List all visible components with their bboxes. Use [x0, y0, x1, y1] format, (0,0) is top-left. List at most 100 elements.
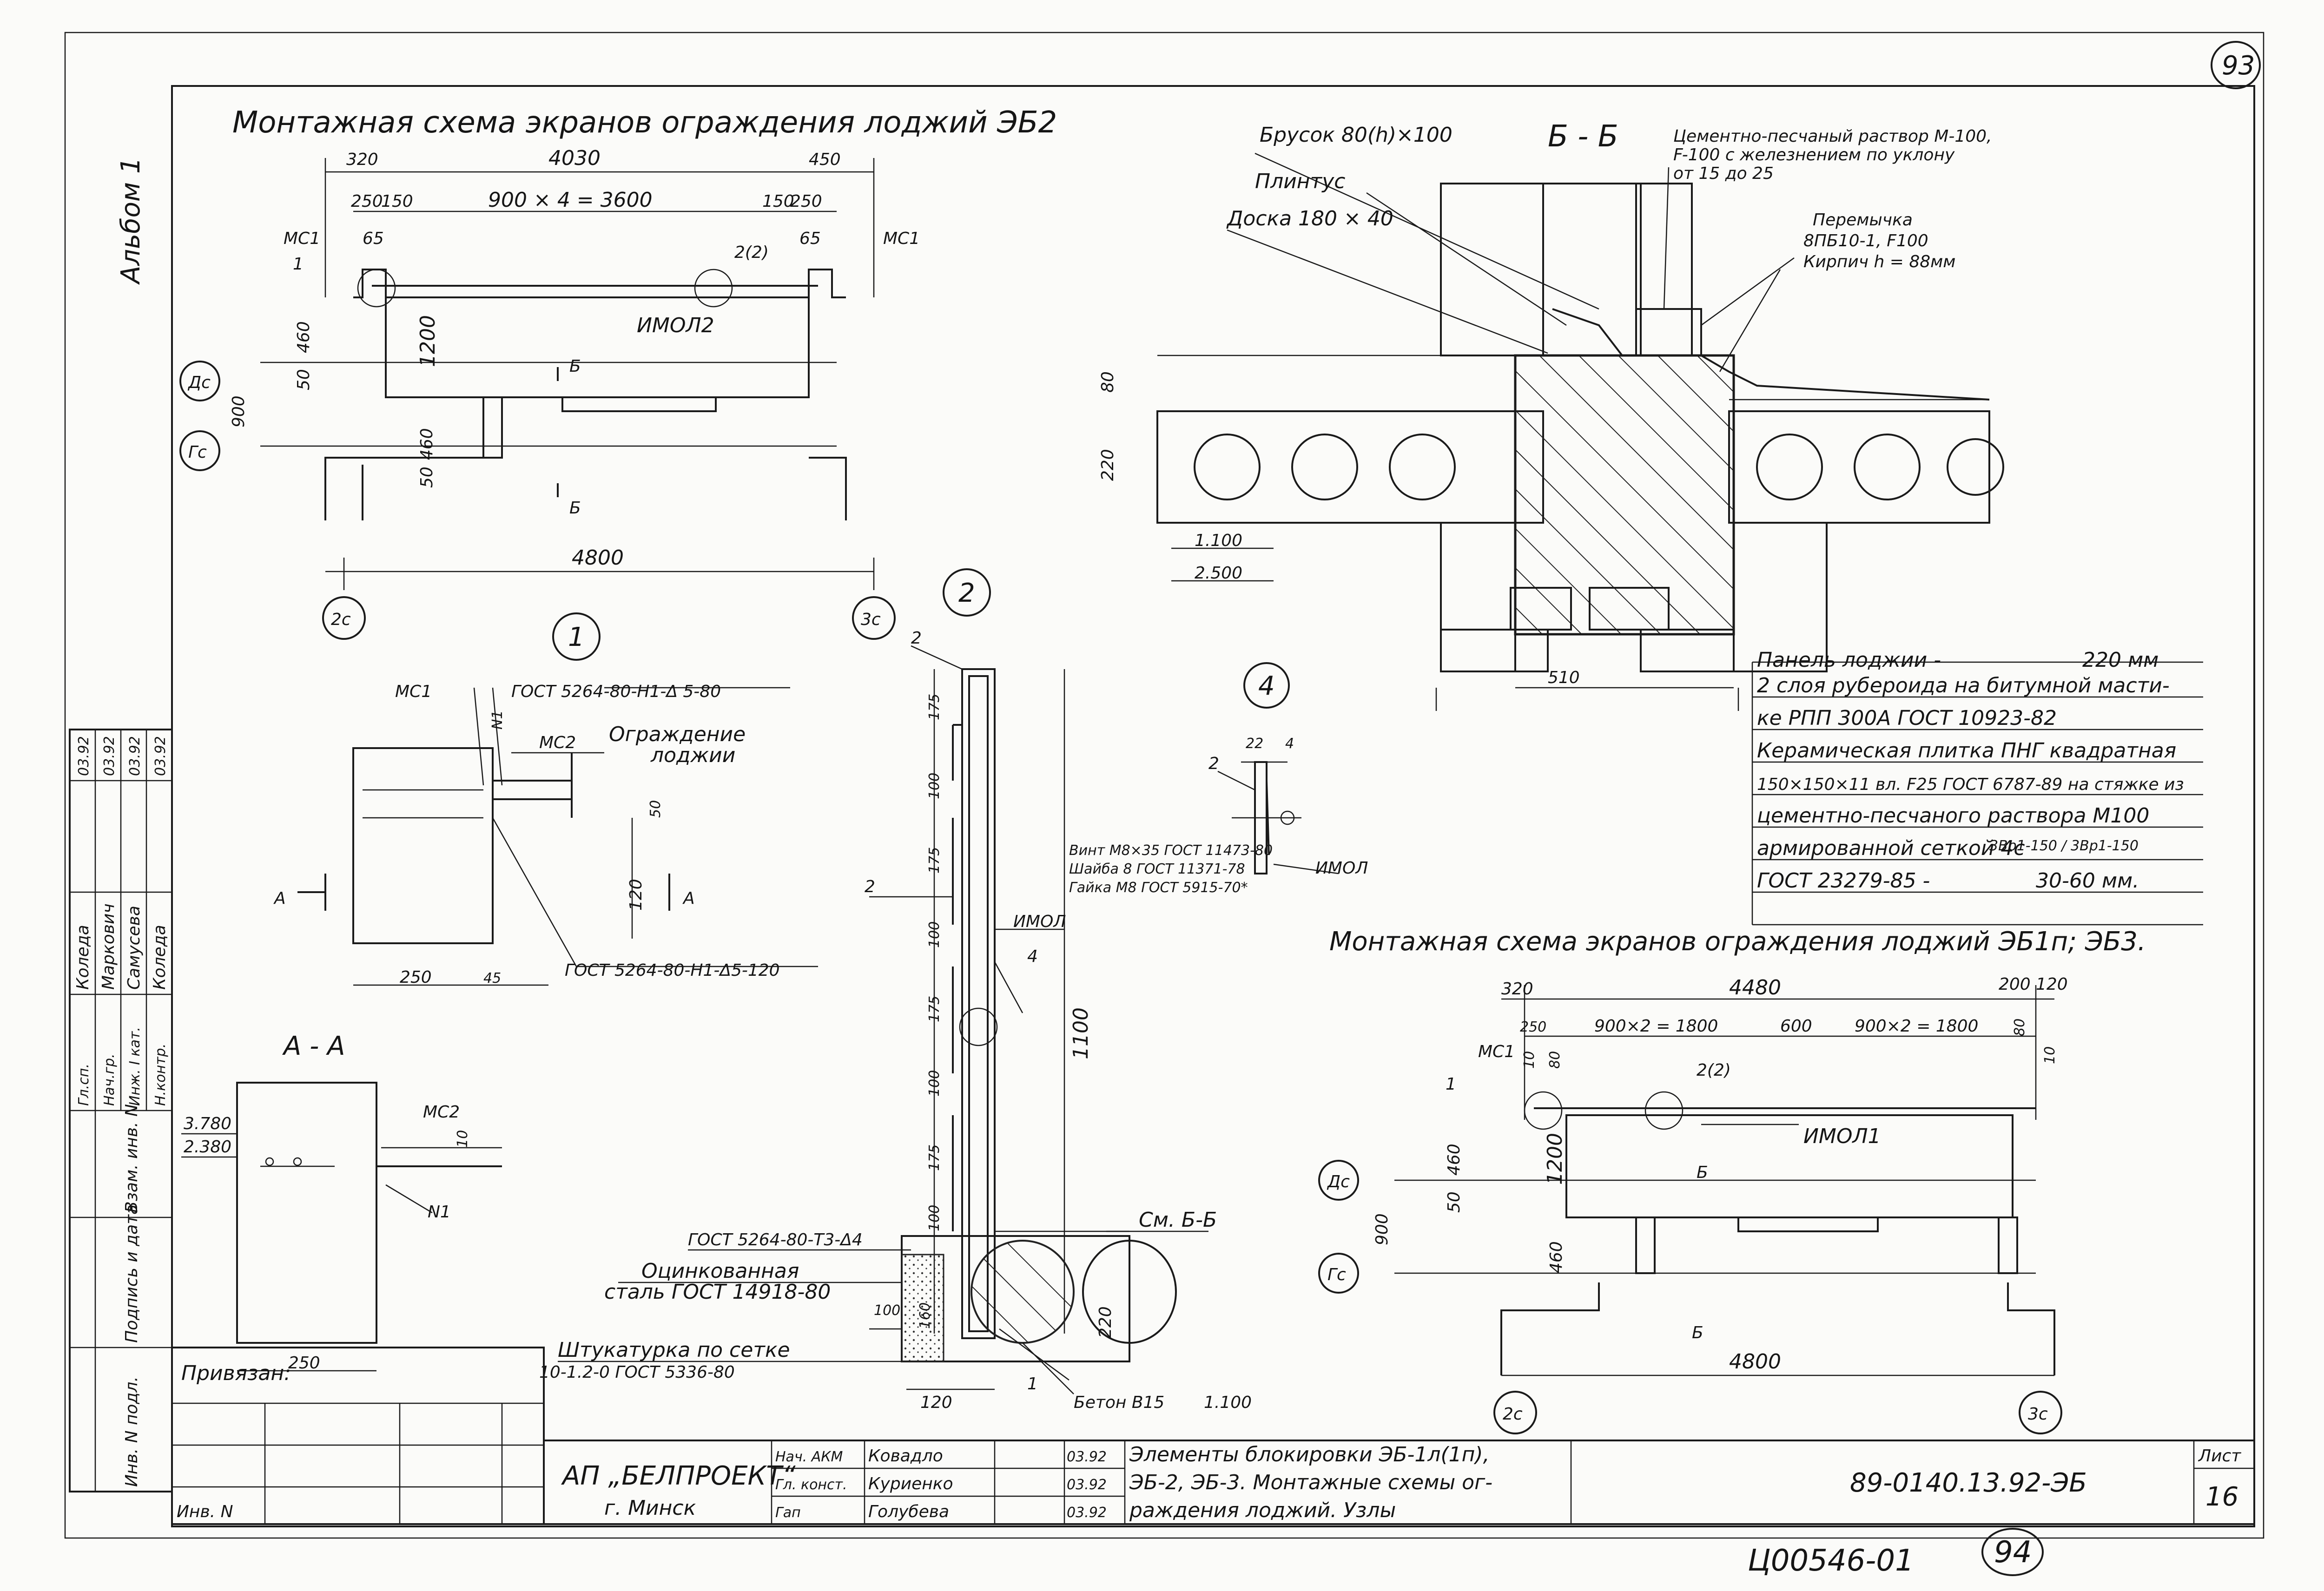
node2-dim-1100: 1100	[1069, 1007, 1093, 1059]
title-role-3: Гап	[775, 1505, 801, 1521]
node1-dim-250: 250	[400, 968, 432, 987]
eb2-axis-dc: Дс	[187, 373, 211, 392]
eb1-label-1: 1	[1446, 1075, 1456, 1094]
spec-row-1: Панель лоджии -	[1757, 648, 1941, 672]
node2-dim-175-1: 175	[926, 694, 943, 720]
scheme-eb1-drawing	[1318, 985, 2062, 1434]
eb2-dim-250a: 250	[351, 192, 383, 211]
node1-label-fence-1: Ограждение	[609, 723, 746, 746]
eb2-axis-3c: 3с	[861, 610, 881, 629]
title-inv: Инв. N	[177, 1502, 233, 1521]
stamp-date-4: 03.92	[152, 736, 169, 776]
node1-label-fence-2: лоджии	[650, 743, 735, 767]
bb-label-doska: Доска 180 × 40	[1226, 207, 1393, 230]
callout-4: 4	[1258, 671, 1275, 701]
node2-dim-100-5: 100	[874, 1302, 900, 1319]
bb-label-mortar-2: F-100 с железнением по уклону	[1673, 145, 1955, 164]
eb1-dim-1800b: 900×2 = 1800	[1855, 1017, 1978, 1036]
stamp-name-3: Самусева	[125, 906, 144, 990]
node2-note-screw: Винт М8×35 ГОСТ 11473-80	[1069, 842, 1273, 859]
node2-note-washer: Шайба 8 ГОСТ 11371-78	[1069, 861, 1245, 877]
bb-dim-220: 220	[1098, 449, 1117, 481]
title-sheet-label: Лист	[2198, 1446, 2241, 1466]
page-number-bottom: 94	[1994, 1535, 2032, 1570]
eb2-axis-2c: 2с	[331, 610, 351, 629]
eb2-label-mc1-left: МС1	[284, 229, 320, 248]
eb2-dim-4030: 4030	[548, 146, 601, 170]
node2-dim-160: 160	[917, 1302, 933, 1329]
eb1-dim-10b: 10	[2042, 1046, 2058, 1064]
node2-note-galv-2: сталь ГОСТ 14918-80	[604, 1280, 831, 1304]
node2-note-nut: Гайка М8 ГОСТ 5915-70*	[1069, 880, 1248, 896]
title-attached: Привязан:	[181, 1361, 291, 1385]
title-sheet-number: 16	[2205, 1482, 2238, 1512]
spec-row-4: Керамическая плитка ПНГ квадратная	[1757, 739, 2176, 763]
eb1-label-mc1: МС1	[1478, 1042, 1515, 1061]
side-stamp-grid	[69, 729, 173, 1492]
title-role-2: Гл. конст.	[775, 1477, 847, 1493]
bb-dim-510: 510	[1548, 668, 1580, 687]
scheme-eb2-title: Монтажная схема экранов ограждения лоджи…	[232, 105, 1057, 140]
node4-dim-22: 22	[1246, 736, 1263, 752]
node2-dim-120: 120	[920, 1393, 952, 1412]
eb1-dim-1800a: 900×2 = 1800	[1594, 1017, 1718, 1036]
spec-row-8: ГОСТ 23279-85 -	[1757, 869, 1930, 893]
node2-dim-100-4: 100	[926, 1205, 943, 1231]
bb-label-brick: Кирпич h = 88мм	[1803, 252, 1955, 271]
node2-label-4: 4	[1027, 947, 1038, 966]
node2-dim-175-3: 175	[926, 996, 943, 1022]
section-bb-drawing	[1156, 152, 2004, 711]
aa-label-n1: N1	[428, 1203, 451, 1222]
eb2-dim-65a: 65	[363, 229, 384, 248]
aa-dim-250: 250	[288, 1354, 320, 1373]
eb1-dim-320: 320	[1501, 980, 1533, 999]
node2-label-imol: ИМОЛ	[1013, 912, 1066, 931]
eb1-axis-dc: Дс	[1327, 1172, 1350, 1191]
node2-dim-220: 220	[1096, 1306, 1115, 1338]
stamp-date-2: 03.92	[101, 736, 118, 776]
eb2-axis-gc: Гс	[188, 443, 207, 462]
title-description-3: раждения лоджий. Узлы	[1129, 1499, 1396, 1522]
node2-dim-175-4: 175	[926, 1144, 943, 1171]
node2-dim-175-2: 175	[926, 847, 943, 874]
stamp-date-3: 03.92	[127, 736, 143, 776]
bb-label-mortar-1: Цементно-песчаный раствор М-100,	[1673, 127, 1992, 146]
eb1-label-b-top: Б	[1697, 1163, 1708, 1182]
spec-row-5: 150×150×11 вл. F25 ГОСТ 6787-89 на стяжк…	[1757, 775, 2184, 794]
section-aa-drawing	[181, 1082, 502, 1372]
scheme-eb1-title: Монтажная схема экранов ограждения лоджи…	[1329, 927, 2146, 957]
stamp-replaced-inv: Взам. инв. N	[122, 1104, 141, 1213]
node2-label-2-top: 2	[911, 629, 922, 648]
eb2-dim-250b: 250	[790, 192, 822, 211]
node2-dim-100-1: 100	[926, 773, 943, 799]
eb1-dim-4800: 4800	[1729, 1350, 1781, 1374]
node2-note-galv-1: Оцинкованная	[641, 1259, 799, 1283]
stamp-name-4: Коледа	[150, 925, 169, 990]
page-number-top-circle	[2211, 41, 2261, 89]
stamp-role-3: Инж. I кат.	[127, 1027, 143, 1106]
spec-row-7-value: 3Вр1-150 / 3Вр1-150	[1989, 838, 2139, 854]
node-2-drawing	[558, 645, 1208, 1394]
title-name-1: Ковадло	[868, 1446, 943, 1466]
stamp-name-2: Маркович	[99, 903, 118, 990]
node4-label-imol: ИМОЛ	[1315, 859, 1368, 878]
album-label: Альбом 1	[116, 157, 146, 285]
eb2-dim-3600: 900 × 4 = 3600	[488, 188, 653, 212]
node1-note-weld-1: ГОСТ 5264-80-Н1-Δ 5-80	[511, 682, 721, 701]
stamp-role-1: Гл.сп.	[76, 1064, 92, 1106]
eb1-dim-600: 600	[1780, 1017, 1812, 1036]
eb1-dim-200: 200	[1999, 975, 2031, 994]
stamp-name-1: Коледа	[73, 925, 92, 990]
title-date-3: 03.92	[1067, 1505, 1107, 1521]
bb-dim-80: 80	[1098, 371, 1117, 393]
eb2-dim-65b: 65	[799, 229, 821, 248]
node1-label-a-left: А	[273, 889, 286, 908]
eb1-axis-3c: 3с	[2028, 1405, 2048, 1424]
bb-label-lintel-1: Перемычка	[1813, 210, 1913, 230]
eb2-dim-460a: 460	[294, 321, 313, 353]
title-name-3: Голубева	[868, 1502, 949, 1521]
eb2-label-b-top: Б	[569, 357, 581, 376]
eb1-axis-gc: Гс	[1327, 1265, 1346, 1284]
stamp-role-2: Нач.гр.	[101, 1053, 118, 1106]
